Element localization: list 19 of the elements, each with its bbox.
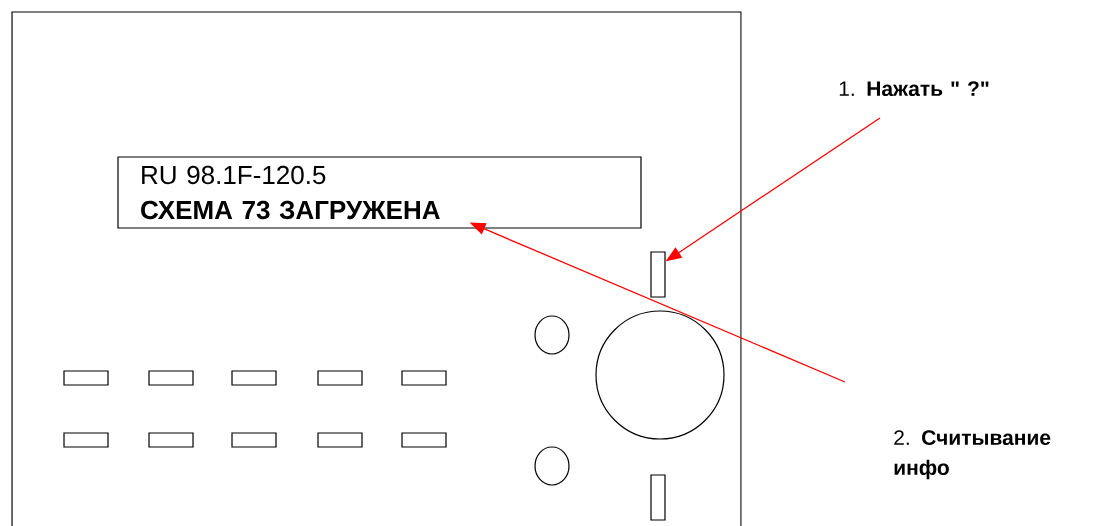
key-button: [231, 432, 277, 448]
key-button: [148, 432, 194, 448]
key-button: [148, 370, 194, 386]
key-button: [317, 370, 363, 386]
step-label: 1. Нажать " ?": [839, 81, 989, 97]
key-button: [63, 370, 109, 386]
rotary-knob: [595, 310, 725, 440]
key-button: [401, 432, 447, 448]
round-button: [534, 315, 570, 355]
step-label: 2. Считывание инфо: [894, 430, 1051, 480]
key-button: [63, 432, 109, 448]
key-button: [317, 432, 363, 448]
device-panel: [11, 11, 742, 526]
key-button: [401, 370, 447, 386]
display-screen: RU 98.1F-120.5 СХЕМА 73 ЗАГРУЖЕНА: [117, 156, 642, 229]
round-button: [534, 446, 570, 486]
key-button: [650, 251, 666, 298]
key-button: [650, 474, 666, 521]
key-button: [231, 370, 277, 386]
